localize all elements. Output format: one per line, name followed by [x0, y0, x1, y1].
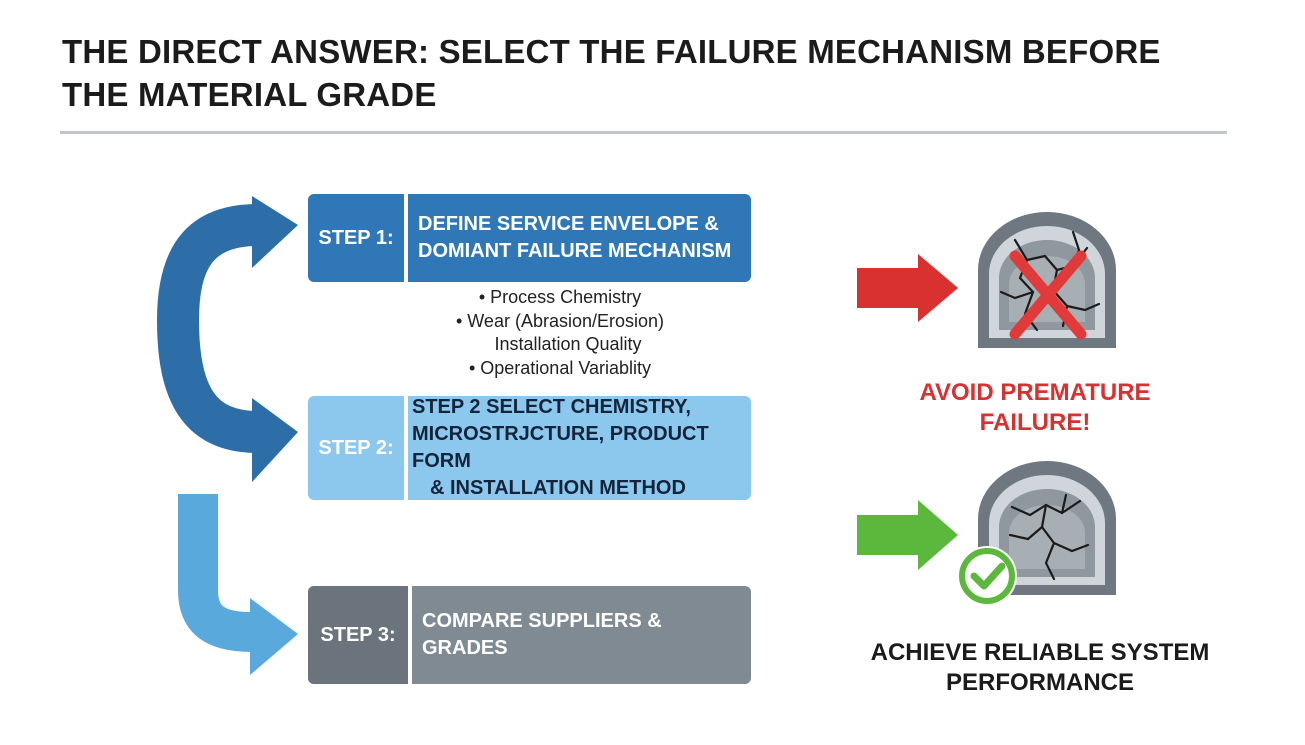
step-1-tag: STEP 1:: [318, 226, 394, 249]
step-3-tag: STEP 3:: [308, 586, 408, 684]
step-2-tag: STEP 2:: [318, 436, 394, 459]
achieve-performance-text: ACHIEVE RELIABLE SYSTEM PERFORMANCE: [860, 638, 1220, 698]
red-arrow-icon: [857, 254, 958, 322]
step-3-line-1: COMPARE SUPPLIERS & GRADES: [422, 610, 662, 659]
step-1-divider: [404, 194, 408, 282]
step-2-divider: [404, 396, 408, 500]
avoid-line-2: FAILURE!: [979, 409, 1091, 436]
step-1-box: STEP 1: DEFINE SERVICE ENVELOPE & DOMIAN…: [308, 194, 751, 282]
step-1-text: DEFINE SERVICE ENVELOPE & DOMIANT FAILUR…: [408, 194, 751, 282]
step-3-text: COMPARE SUPPLIERS & GRADES: [412, 586, 751, 684]
step-3-divider: [408, 586, 412, 684]
considerations-list: • Process Chemistry • Wear (Abrasion/Ero…: [430, 286, 690, 380]
page-title: THE DIRECT ANSWER: SELECT THE FAILURE ME…: [62, 33, 1161, 113]
step-3-box: STEP 3: COMPARE SUPPLIERS & GRADES: [308, 586, 751, 684]
achieve-line-2: PERFORMANCE: [945, 669, 1134, 696]
step-1-line-1: DEFINE SERVICE ENVELOPE &: [418, 213, 719, 235]
step-2-text: STEP 2 SELECT CHEMISTRY, MICROSTRJCTURE,…: [408, 396, 751, 500]
green-arrow-icon: [857, 500, 958, 570]
cracked-lining-check-icon: [957, 461, 1116, 606]
avoid-failure-text: AVOID PREMATURE FAILURE!: [900, 378, 1170, 438]
consideration-item: • Operational Variablity: [468, 357, 652, 378]
consideration-item: • Wear (Abrasion/Erosion): [455, 310, 665, 331]
loop-arrow-icon: [156, 196, 298, 482]
step-2-line-3: & INSTALLATION METHOD: [430, 477, 686, 499]
step-2-line-1: STEP 2 SELECT CHEMISTRY,: [412, 396, 691, 418]
consideration-item: Installation Quality: [494, 334, 642, 354]
step-1-line-2: DOMIANT FAILURE MECHANISM: [418, 240, 732, 262]
consideration-item: • Process Chemistry: [478, 287, 642, 307]
achieve-line-1: ACHIEVE RELIABLE SYSTEM: [870, 639, 1210, 666]
step-2-box: STEP 2: STEP 2 SELECT CHEMISTRY, MICROST…: [308, 396, 751, 500]
avoid-line-1: AVOID PREMATURE: [919, 379, 1151, 406]
title-divider: [60, 131, 1227, 134]
cracked-lining-x-icon: [978, 212, 1116, 348]
step-2-line-2: MICROSTRJCTURE, PRODUCT FORM: [412, 423, 709, 472]
step3-arrow-icon: [178, 494, 298, 675]
